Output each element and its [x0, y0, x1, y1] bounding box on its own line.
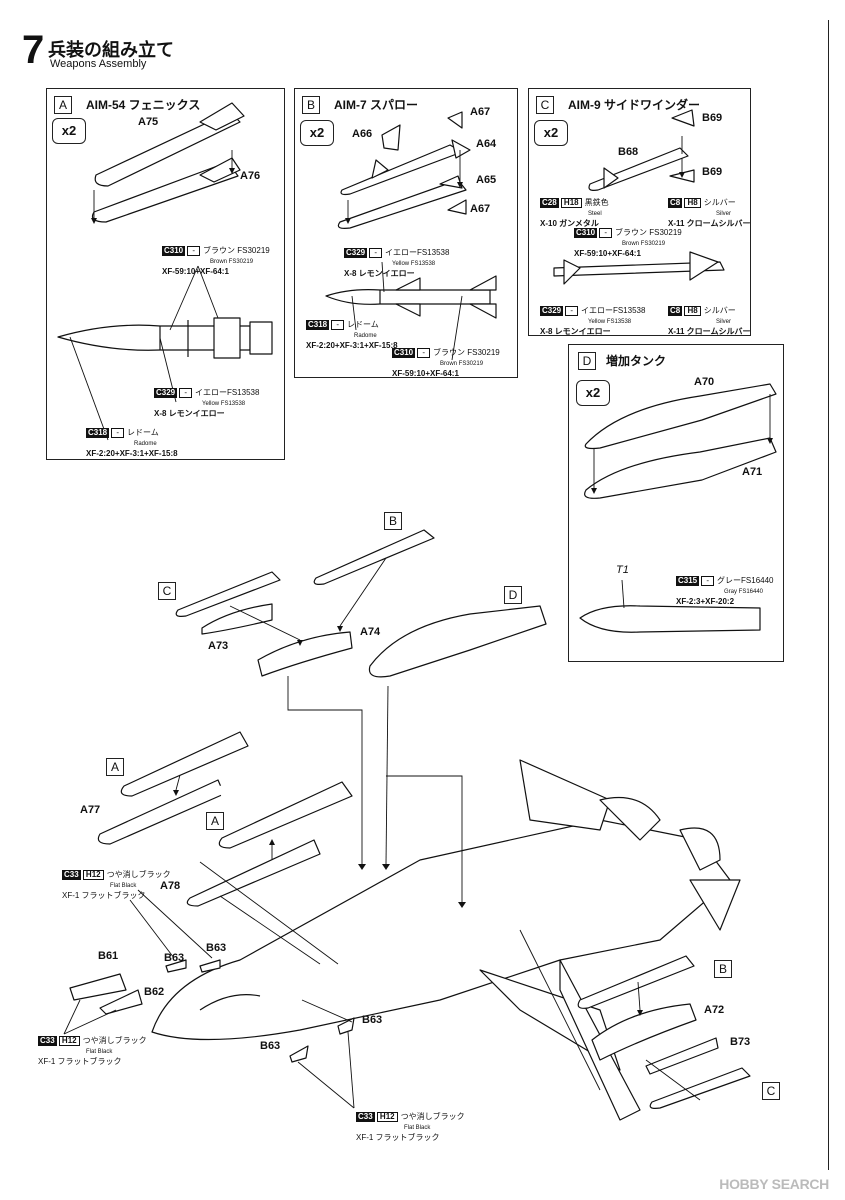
part-b61 [69, 973, 127, 1001]
part-a75-label: A75 [138, 116, 159, 128]
part-a66-fin [381, 124, 401, 151]
part-a76-label: A76 [240, 170, 261, 182]
part-a67-label-2: A67 [470, 203, 491, 215]
callout-a-left: A [106, 758, 124, 776]
aim9-side-view [553, 251, 725, 285]
part-a70-label: A70 [694, 376, 715, 388]
part-a67-label: A67 [470, 106, 491, 118]
part-a71-label: A71 [742, 466, 763, 478]
page-frame [22, 20, 829, 1170]
callout-a-mid: A [206, 812, 224, 830]
color-note-c4: C329 -イエローFS13538 Yellow FS13538 X-8 レモン… [540, 306, 646, 336]
main-aim54-upper [120, 731, 249, 797]
aim54-upper-half [94, 102, 245, 187]
panel-d-letter: D [578, 352, 596, 370]
aim54-lower-half [91, 157, 241, 223]
f14-aircraft [151, 759, 741, 1121]
part-b61-label: B61 [98, 950, 119, 962]
color-note-c3: C310 -ブラウン FS30219 Brown FS30219 XF-59:1… [574, 228, 682, 258]
part-a65-label: A65 [476, 174, 497, 186]
part-b63-b [199, 959, 221, 973]
part-b69-label-2: B69 [702, 166, 723, 178]
part-b69-label: B69 [702, 112, 723, 124]
callout-d-top: D [504, 586, 522, 604]
panel-d-quantity: x2 [576, 380, 610, 406]
panel-d-title: 増加タンク [606, 354, 667, 368]
drop-tank-lower [584, 437, 777, 499]
part-a66-label: A66 [352, 128, 373, 140]
main-aim9 [175, 571, 281, 617]
main-aim7 [313, 529, 435, 585]
panel-c-quantity: x2 [534, 120, 568, 146]
part-a77-label: A77 [80, 804, 101, 816]
color-note-a1: C310 -ブラウン FS30219 Brown FS30219 XF-59:1… [162, 246, 270, 276]
part-a74-label: A74 [360, 626, 381, 638]
step-number: 7 [22, 28, 44, 72]
aim7-upper-half [340, 139, 471, 196]
aim7-side-view [325, 275, 497, 319]
color-note-b2: C318 -レドーム Radome XF-2:20+XF-3:1+XF-15:8 [306, 320, 398, 350]
watermark: HOBBY SEARCH [719, 1176, 829, 1192]
main-aim7-lower [577, 955, 695, 1009]
part-a67-fin-2 [447, 199, 467, 215]
step-title-en: Weapons Assembly [50, 58, 147, 70]
color-note-a2: C329 -イエローFS13538 Yellow FS13538 X-8 レモン… [154, 388, 260, 418]
color-note-b1: C329 -イエローFS13538 Yellow FS13538 X-8 レモン… [344, 248, 450, 278]
panel-a-title: AIM-54 フェニックス [86, 98, 201, 112]
part-b63-label-2: B63 [206, 942, 227, 954]
main-aim54-second [218, 781, 353, 849]
part-b63-label-1: B63 [164, 952, 185, 964]
panel-a-quantity: x2 [52, 118, 86, 144]
pylon-a72 [591, 1003, 697, 1061]
pylon-a74 [257, 631, 353, 677]
part-b62-label: B62 [144, 986, 165, 998]
part-a73-label: A73 [208, 640, 229, 652]
callout-b-lower: B [714, 960, 732, 978]
part-b73-label: B73 [730, 1036, 751, 1048]
drop-tank-side-view [579, 605, 761, 633]
drop-tank-upper [584, 383, 777, 450]
main-aim9-lower [649, 1067, 751, 1109]
part-a64-label: A64 [476, 138, 497, 150]
pylon-a73 [201, 603, 273, 635]
part-b63-label-3: B63 [362, 1014, 383, 1026]
rail-b73 [645, 1037, 719, 1075]
main-drop-tank [368, 605, 547, 678]
color-note-d1: C315 -グレーFS16440 Gray FS16440 XF-2:3+XF-… [676, 576, 774, 606]
panel-b-title: AIM-7 スパロー [334, 98, 419, 112]
part-b63-a [165, 959, 187, 973]
part-b62 [99, 989, 143, 1015]
panel-c-title: AIM-9 サイドワインダー [568, 98, 701, 112]
panel-c [528, 88, 751, 336]
panel-b-letter: B [302, 96, 320, 114]
color-note-b3: C310 -ブラウン FS30219 Brown FS30219 XF-59:1… [392, 348, 500, 378]
panel-a-letter: A [54, 96, 72, 114]
part-b63-label-4: B63 [260, 1040, 281, 1052]
aim54-side-view [57, 317, 273, 359]
color-note-a3: C318 -レドーム Radome XF-2:20+XF-3:1+XF-15:8 [86, 428, 178, 458]
callout-c-top: C [158, 582, 176, 600]
part-a78-label: A78 [160, 880, 181, 892]
panel-c-letter: C [536, 96, 554, 114]
aim9-assembly [588, 109, 695, 191]
step-title-ja: 兵装の組み立て [48, 40, 174, 60]
part-a72-label: A72 [704, 1004, 725, 1016]
part-b68-label: B68 [618, 146, 639, 158]
callout-b-top: B [384, 512, 402, 530]
callout-c-lower: C [762, 1082, 780, 1100]
panel-b-quantity: x2 [300, 120, 334, 146]
part-t1-label: T1 [616, 564, 629, 576]
part-b63-d [289, 1045, 309, 1063]
part-a67-fin [447, 111, 463, 129]
